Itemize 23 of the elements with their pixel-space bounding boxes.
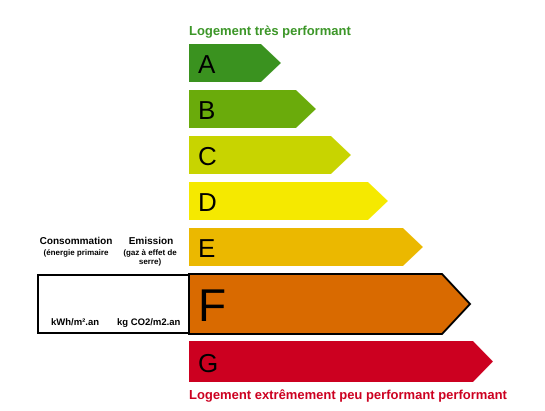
rating-letter: E xyxy=(198,235,216,261)
column-heading: Consommation xyxy=(38,236,114,248)
rating-band xyxy=(189,341,493,382)
rating-band xyxy=(189,90,316,128)
rating-letter: D xyxy=(198,189,217,215)
rating-band xyxy=(189,274,470,334)
rating-letter: G xyxy=(198,350,218,376)
unit-text: kg CO2/m2.an xyxy=(117,317,180,328)
rating-band xyxy=(189,228,423,266)
rating-band xyxy=(189,136,351,174)
unit-text: kWh/m².an xyxy=(51,317,100,328)
rating-letter: B xyxy=(198,97,216,123)
bottom-rating-caption: Logement extrêmement peu performant performant xyxy=(189,387,507,402)
column-note: (énergie primaire xyxy=(42,248,110,258)
top-rating-caption: Logement très performant xyxy=(189,23,351,38)
rating-band xyxy=(189,182,388,220)
rating-letter: A xyxy=(198,51,216,77)
value-panel xyxy=(37,274,189,334)
rating-letter: C xyxy=(198,143,217,169)
rating-letter: F xyxy=(198,282,226,328)
column-heading: Emission xyxy=(128,236,174,248)
rating-band xyxy=(189,44,281,82)
column-note: (gaz à effet de serre) xyxy=(122,248,178,266)
